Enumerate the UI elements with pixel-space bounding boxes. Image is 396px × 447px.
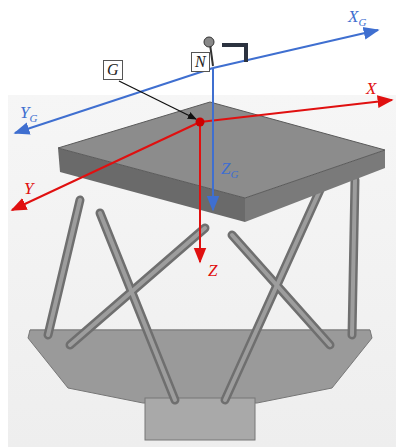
right-angle-mark — [222, 45, 246, 62]
body-frame — [12, 100, 392, 262]
pin-ball — [204, 37, 214, 47]
axis-label: XG — [348, 8, 366, 31]
frame-origin-name: N — [195, 53, 206, 70]
photo-ground — [8, 95, 396, 447]
hexapod — [28, 102, 385, 440]
axis-label: X — [366, 80, 376, 98]
axis-label: ZG — [221, 160, 238, 183]
ground-frame — [15, 30, 378, 210]
label-box: G — [103, 60, 123, 80]
center-point — [196, 118, 205, 127]
axis-label: Y — [24, 180, 33, 198]
leader-line — [119, 81, 196, 119]
label-box: N — [191, 52, 210, 72]
axis-label: YG — [20, 104, 37, 127]
frame-origin-name: G — [107, 61, 119, 78]
axis-label: Z — [208, 262, 217, 280]
